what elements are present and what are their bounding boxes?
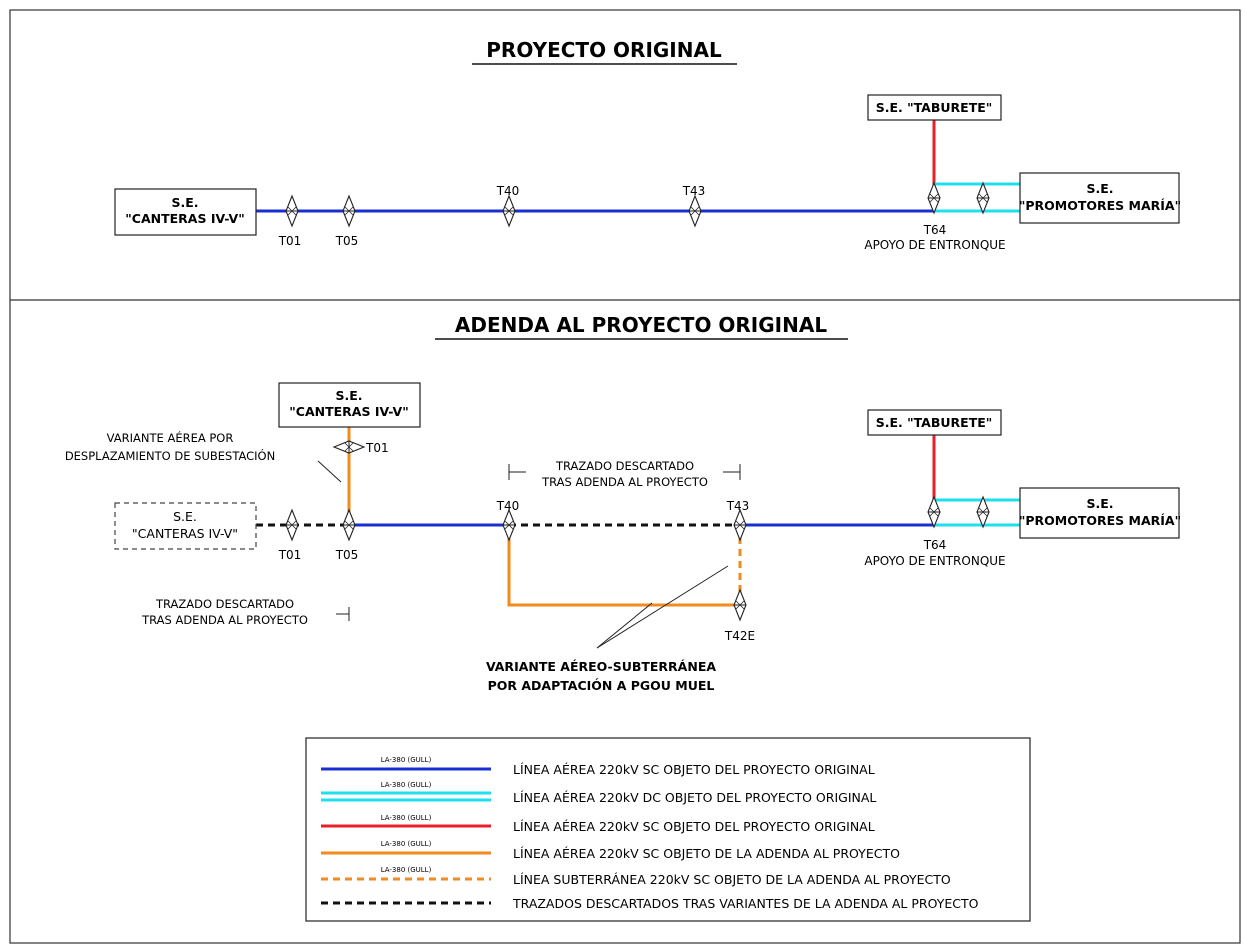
substation-promotores-b-l1: S.E.	[1086, 496, 1113, 511]
legend-item-6: TRAZADOS DESCARTADOS TRAS VARIANTES DE L…	[321, 896, 979, 911]
substation-taburete-label: S.E. "TABURETE"	[876, 100, 993, 115]
title-proyecto-original: PROYECTO ORIGINAL	[486, 38, 722, 62]
substation-promotores-box-b	[1019, 487, 1180, 539]
tower-t01-label: T01	[278, 234, 302, 248]
substation-promotores-l1: S.E.	[1086, 181, 1113, 196]
legend-item-1-label: LÍNEA AÉREA 220kV SC OBJETO DEL PROYECTO…	[513, 762, 875, 777]
tower-t05-b-icon	[342, 509, 356, 541]
tower-t43-b-label: T43	[726, 499, 750, 513]
legend-item-3-conductor: LA-380 (GULL)	[381, 814, 432, 822]
tower-t05-icon	[342, 195, 356, 227]
leader-subterranea-a	[596, 565, 729, 649]
tower-t01-b-icon	[285, 509, 299, 541]
note-descartado-mid-l1: TRAZADO DESCARTADO	[555, 459, 694, 473]
tower-t40-label: T40	[496, 184, 520, 198]
dimension-marker-mid	[508, 464, 741, 480]
legend-item-1: LA-380 (GULL) LÍNEA AÉREA 220kV SC OBJET…	[321, 756, 875, 777]
legend-item-4-conductor: LA-380 (GULL)	[381, 840, 432, 848]
note-descartado-left-l1: TRAZADO DESCARTADO	[155, 597, 294, 611]
tower-t40-icon	[502, 195, 516, 227]
substation-canteras-old-l2: "CANTERAS IV-V"	[132, 526, 238, 541]
legend-item-3: LA-380 (GULL) LÍNEA AÉREA 220kV SC OBJET…	[321, 814, 875, 834]
leader-variante-aerea	[317, 460, 342, 483]
legend-item-1-conductor: LA-380 (GULL)	[381, 756, 432, 764]
tower-t01-new-icon	[333, 440, 365, 454]
substation-taburete-box	[867, 94, 1002, 121]
legend-item-4: LA-380 (GULL) LÍNEA AÉREA 220kV SC OBJET…	[321, 840, 900, 861]
outer-frame	[9, 9, 1241, 944]
legend-item-2-conductor: LA-380 (GULL)	[381, 781, 432, 789]
tower-t64-b-label: T64	[923, 538, 947, 552]
tower-t42e-label: T42E	[724, 629, 755, 643]
legend-item-5-label: LÍNEA SUBTERRÁNEA 220kV SC OBJETO DE LA …	[513, 872, 951, 887]
substation-canteras-new-l2: "CANTERAS IV-V"	[289, 404, 408, 419]
legend-item-3-label: LÍNEA AÉREA 220kV SC OBJETO DEL PROYECTO…	[513, 819, 875, 834]
note-variante-aerea-l1: VARIANTE AÉREA POR	[107, 430, 234, 445]
note-subterranea-l1: VARIANTE AÉREO-SUBTERRÁNEA	[486, 659, 716, 674]
title-adenda: ADENDA AL PROYECTO ORIGINAL	[455, 313, 827, 337]
dimension-marker-left	[336, 607, 350, 621]
tower-t64-label: T64	[923, 223, 947, 237]
leader-subterranea-b	[596, 602, 653, 649]
tower-t01-b-label: T01	[278, 548, 302, 562]
tower-t01-new-label: T01	[365, 441, 389, 455]
orange-line-variant	[507, 525, 740, 607]
substation-promotores-b-l2: "PROMOTORES MARÍA"	[1019, 513, 1181, 528]
apoyo-entronque-b-label: APOYO DE ENTRONQUE	[864, 554, 1005, 568]
legend-item-4-label: LÍNEA AÉREA 220kV SC OBJETO DE LA ADENDA…	[513, 846, 900, 861]
legend-item-2-label: LÍNEA AÉREA 220kV DC OBJETO DEL PROYECTO…	[513, 790, 876, 805]
tower-t01-icon	[285, 195, 299, 227]
apoyo-entronque-label: APOYO DE ENTRONQUE	[864, 238, 1005, 252]
substation-canteras-old-box	[114, 502, 257, 550]
substation-promotores-l2: "PROMOTORES MARÍA"	[1019, 198, 1181, 213]
tower-t05-label: T05	[335, 234, 359, 248]
tower-t40-b-icon	[502, 509, 516, 541]
note-variante-aerea-l2: DESPLAZAMIENTO DE SUBESTACIÓN	[65, 448, 275, 463]
tower-t43-label: T43	[682, 184, 706, 198]
tower-dc-icon	[976, 182, 990, 214]
substation-taburete-label-b: S.E. "TABURETE"	[876, 415, 993, 430]
substation-taburete-box-b	[867, 409, 1002, 436]
substation-canteras-old-l1: S.E.	[173, 509, 197, 524]
tower-t05-b-label: T05	[335, 548, 359, 562]
legend-item-5: LA-380 (GULL) LÍNEA SUBTERRÁNEA 220kV SC…	[321, 866, 951, 887]
tower-t42e-icon	[733, 589, 747, 621]
note-descartado-mid-l2: TRAS ADENDA AL PROYECTO	[541, 475, 708, 489]
legend-item-2: LA-380 (GULL) LÍNEA AÉREA 220kV DC OBJET…	[321, 781, 876, 805]
legend-item-6-label: TRAZADOS DESCARTADOS TRAS VARIANTES DE L…	[512, 896, 979, 911]
substation-canteras-new-l1: S.E.	[335, 388, 362, 403]
substation-canteras-l2: "CANTERAS IV-V"	[125, 211, 244, 226]
tower-t40-b-label: T40	[496, 499, 520, 513]
substation-promotores-box	[1019, 172, 1180, 224]
tower-t64-icon	[927, 182, 941, 214]
note-descartado-left-l2: TRAS ADENDA AL PROYECTO	[141, 613, 308, 627]
note-subterranea-l2: POR ADAPTACIÓN A PGOU MUEL	[488, 678, 715, 693]
substation-canteras-box	[114, 188, 257, 236]
tower-t43-icon	[688, 195, 702, 227]
legend-item-5-conductor: LA-380 (GULL)	[381, 866, 432, 874]
substation-canteras-new-box	[278, 382, 421, 428]
substation-canteras-l1: S.E.	[171, 195, 198, 210]
tower-t43-b-icon	[733, 509, 747, 541]
